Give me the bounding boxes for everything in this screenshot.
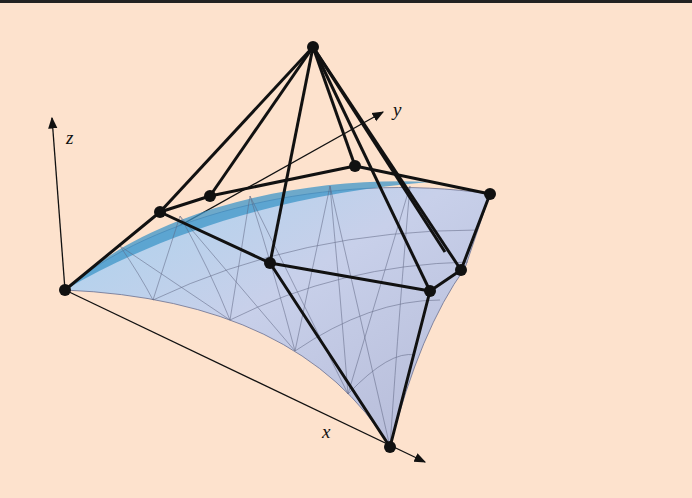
control-net	[65, 47, 490, 447]
z-axis	[52, 118, 65, 290]
control-points	[59, 41, 496, 453]
axis-label: z	[66, 128, 73, 147]
axis-label: x	[322, 422, 330, 441]
surface-fold	[65, 181, 430, 290]
top-strip	[0, 0, 692, 3]
axis-label: y	[393, 100, 401, 119]
surface-mesh	[120, 186, 478, 447]
